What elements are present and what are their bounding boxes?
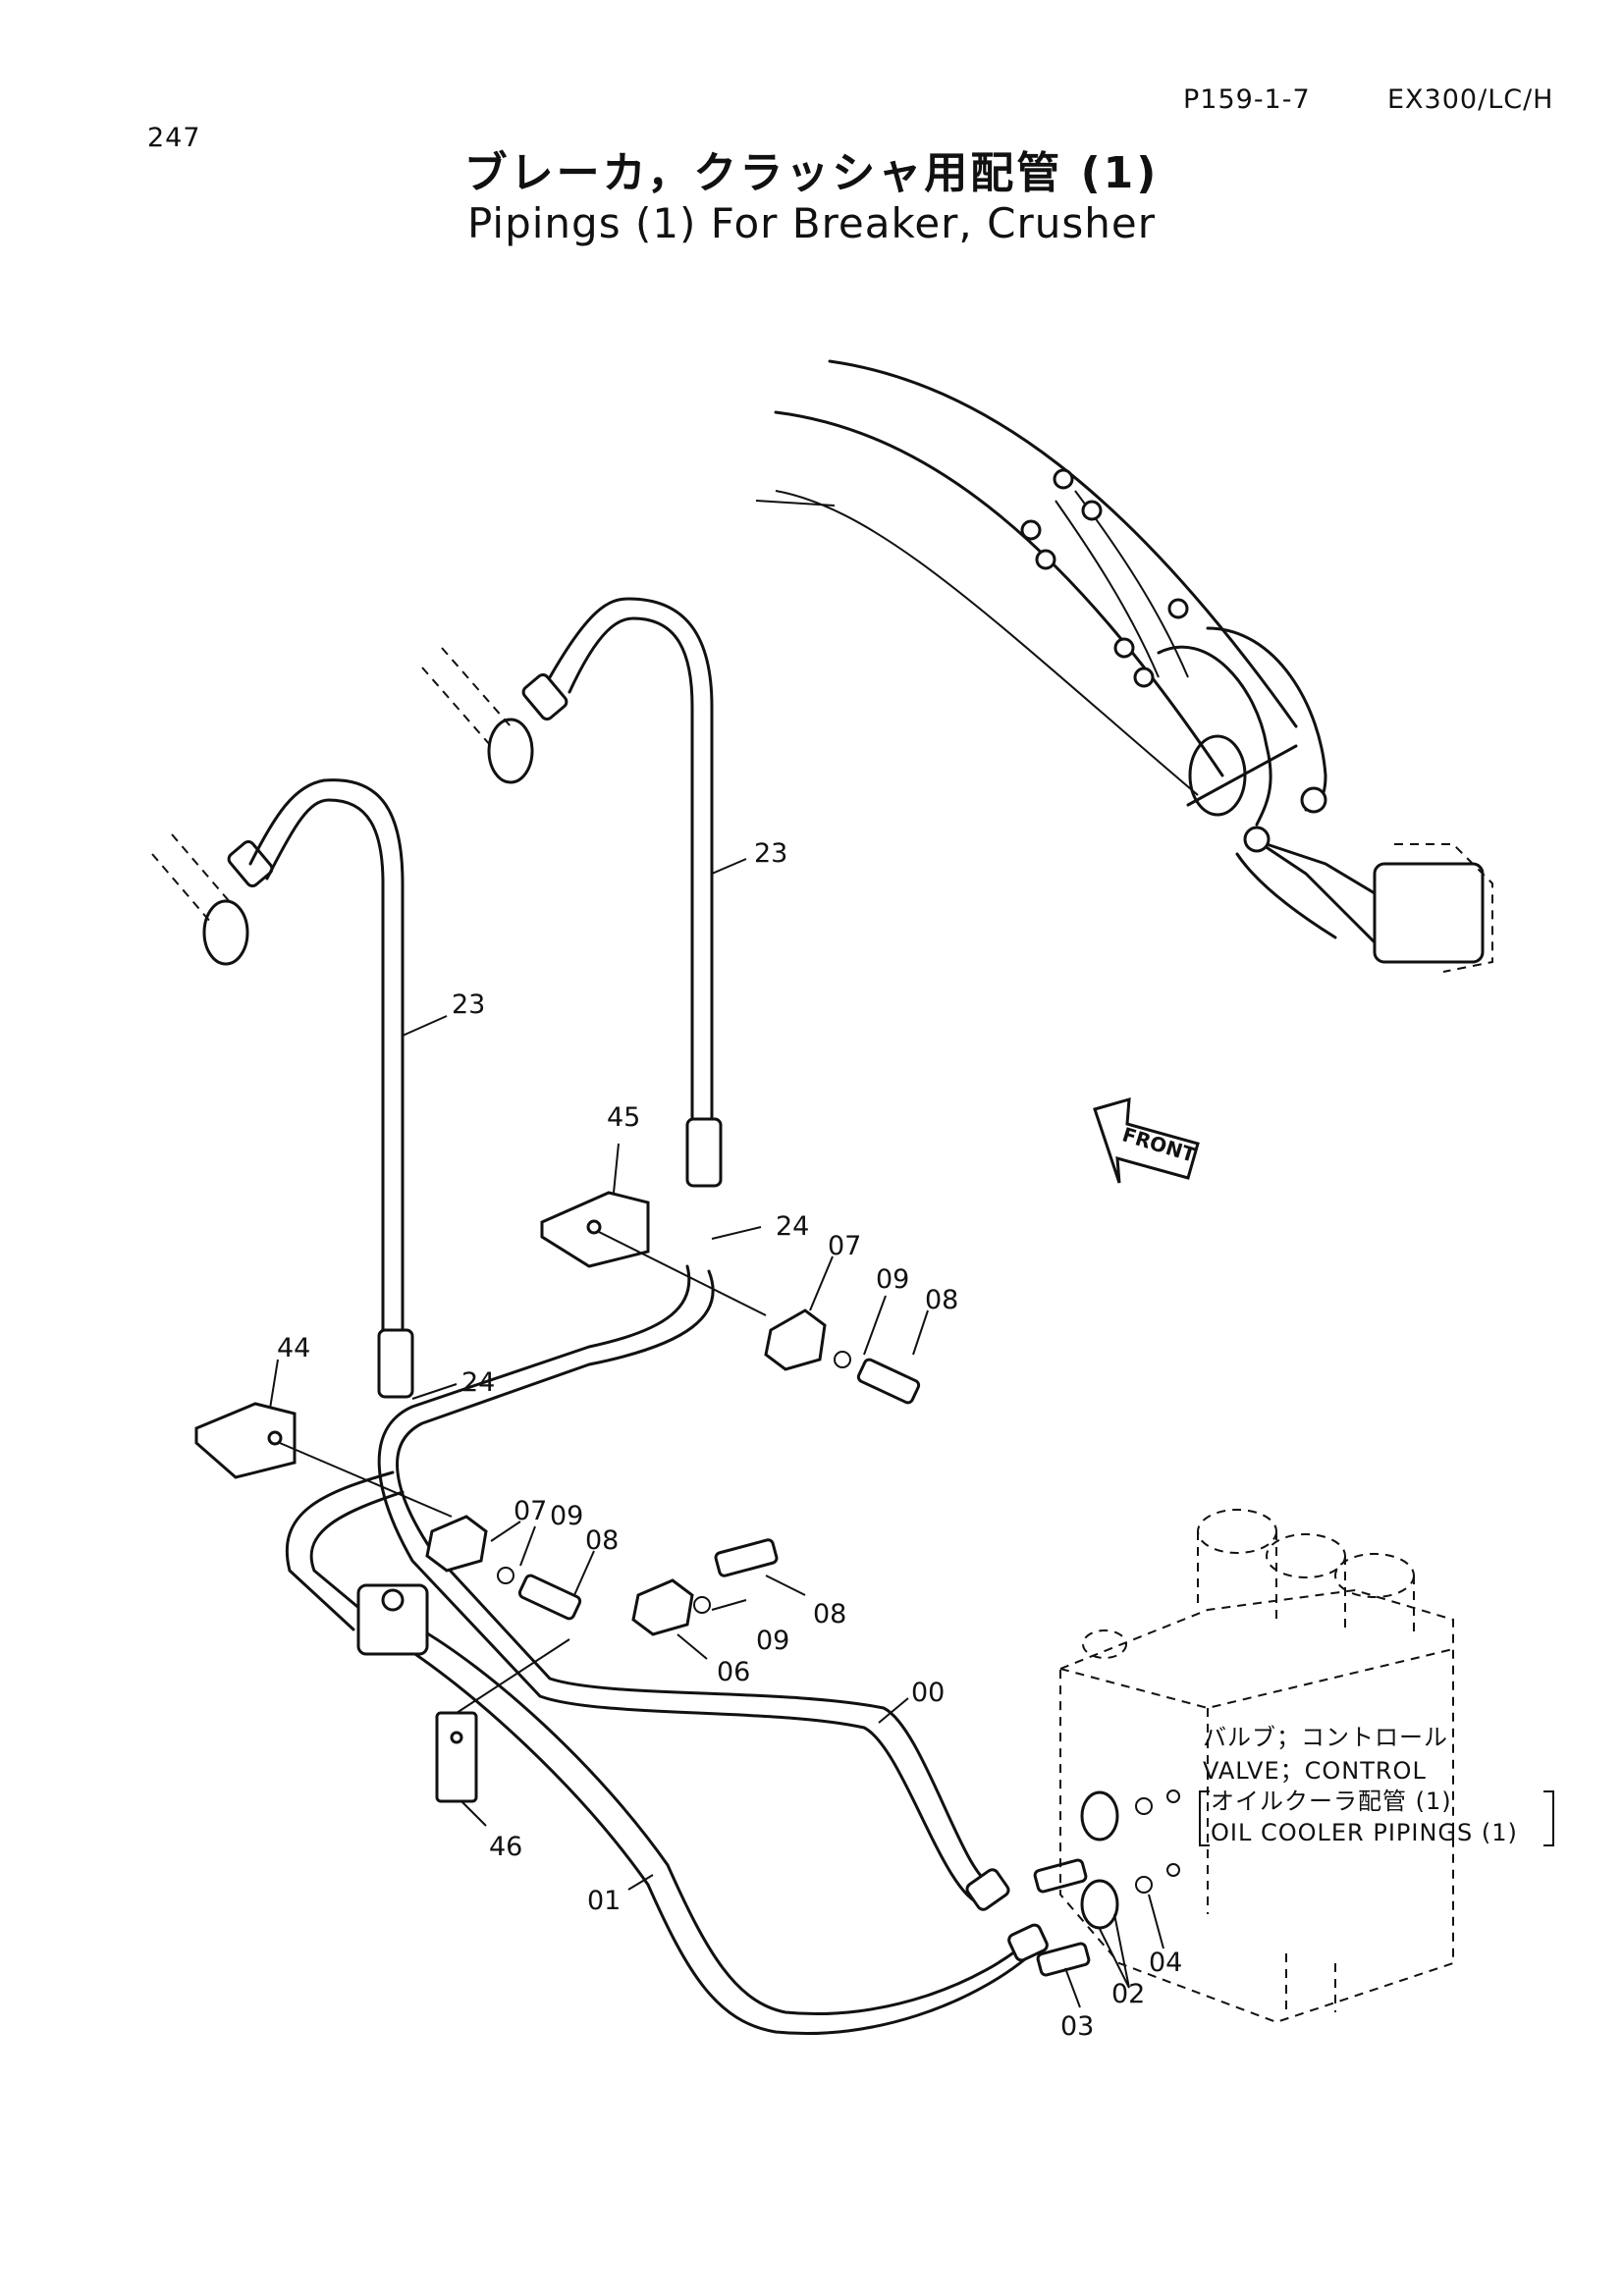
boom-assembly: [755, 359, 1493, 973]
page-code: P159-1-7: [1183, 84, 1311, 115]
callout-09-lower: 09: [756, 1626, 789, 1656]
note-valve-en: VALVE；CONTROL: [1203, 1757, 1427, 1785]
reference-note: バルブ；コントロール VALVE；CONTROL オイルクーラ配管 (1) OI…: [1203, 1724, 1518, 1846]
note-bracket-left: [1199, 1790, 1210, 1846]
callout-23-right: 23: [754, 838, 787, 869]
callout-06: 06: [717, 1657, 750, 1687]
note-piping-en: OIL COOLER PIPINGS (1): [1211, 1819, 1518, 1846]
note-valve-jp: バルブ；コントロール: [1203, 1724, 1448, 1751]
front-direction-arrow: FRONT: [1093, 1096, 1200, 1184]
callout-07-upper: 07: [828, 1231, 861, 1261]
hose-23-left: [248, 778, 414, 1399]
cylinder-fittings: [151, 647, 568, 966]
callout-24-lower: 24: [461, 1367, 495, 1398]
callout-23-left: 23: [452, 989, 485, 1020]
brackets: [194, 1191, 767, 1803]
clamps-and-bolts: [425, 1308, 1180, 1977]
callout-09-upper: 09: [876, 1264, 909, 1295]
callout-08-middle: 08: [585, 1525, 619, 1556]
callout-44: 44: [277, 1333, 310, 1363]
control-valve: [1059, 1509, 1454, 2024]
pipe-assembly: [285, 1264, 1049, 2036]
callout-46: 46: [489, 1832, 522, 1862]
callout-08-lower: 08: [813, 1599, 846, 1629]
leader-lines: [269, 858, 1164, 2008]
callout-00: 00: [911, 1678, 945, 1708]
callout-09-middle: 09: [550, 1501, 583, 1531]
model-code: EX300/LC/H: [1387, 84, 1554, 115]
callout-24-upper: 24: [776, 1211, 809, 1242]
note-bracket-right: [1543, 1790, 1554, 1846]
callout-01: 01: [587, 1886, 621, 1916]
callout-07-lower: 07: [514, 1496, 547, 1526]
callout-08-upper: 08: [925, 1285, 958, 1315]
callout-45: 45: [607, 1102, 640, 1133]
note-piping-jp: オイルクーラ配管 (1): [1211, 1788, 1452, 1815]
callout-labels: 23 23 45 24 07 09 08 44 24 07 09 08 08 0…: [277, 838, 1182, 2042]
title-english: Pipings (1) For Breaker, Crusher: [467, 199, 1156, 247]
callout-02: 02: [1111, 1979, 1145, 2009]
page-number: 247: [147, 123, 201, 153]
title-japanese: ブレーカ，クラッシャ用配管 (1): [463, 148, 1160, 198]
callout-03: 03: [1060, 2011, 1094, 2042]
hose-23-right: [548, 597, 723, 1188]
callout-04: 04: [1149, 1948, 1182, 1978]
